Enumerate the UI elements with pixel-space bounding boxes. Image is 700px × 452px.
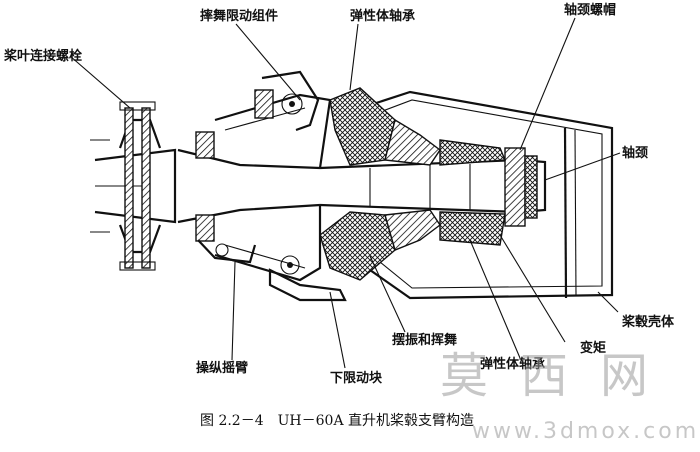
watermark-char-1: 莫 [440,348,488,404]
label-elastomeric-bearing-bottom: 弹性体轴承 [480,356,545,372]
hub-shell [369,90,614,300]
watermark-char-2: 西 [520,348,568,404]
label-blade-bolt: 桨叶连接螺栓 [3,48,82,64]
label-journal: 轴颈 [622,145,648,161]
elastomeric-bearing-lower [319,209,506,281]
elastomeric-bearing-upper [329,87,507,166]
label-flap-lag: 摆振和挥舞 [392,332,457,348]
blade-clevis [90,101,177,271]
watermark: 莫 西 网 www.3dmox.com [440,348,699,444]
shimmy-limiter [254,70,320,132]
journal-nut [504,147,526,227]
label-pitch-horn: 操纵摇臂 [196,360,248,376]
label-journal-nut: 轴颈螺帽 [564,2,616,18]
label-shimmy-limiter: 摔舞限动组件 [200,8,278,24]
leader-lines [69,17,621,369]
figure-caption: 图 2.2－4 UH－60A 直升机桨毂支臂构造 [200,412,474,429]
watermark-char-3: 网 [600,348,648,404]
label-torsion: 变矩 [580,340,606,356]
label-hub-shell: 桨毂壳体 [621,314,675,330]
label-elastomeric-bearing-top: 弹性体轴承 [350,8,415,24]
pitch-horn [197,239,257,264]
label-droop-stop: 下限动块 [330,370,383,386]
watermark-url: www.3dmox.com [472,419,699,444]
droop-stop [268,255,347,302]
